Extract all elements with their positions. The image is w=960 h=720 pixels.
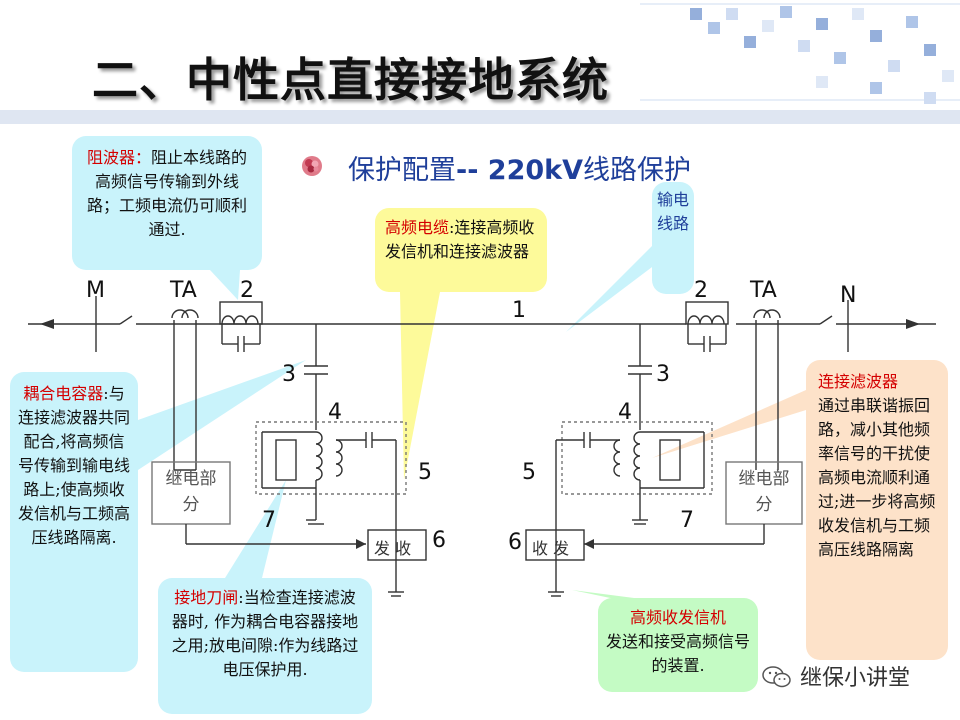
current-transformer-left	[171, 309, 199, 471]
line-pointer	[566, 240, 672, 332]
transceiver-pointer	[572, 590, 650, 600]
filter-pointer	[652, 390, 806, 458]
arrow-right-icon	[906, 319, 920, 329]
label-6-left: 6	[432, 528, 446, 553]
subtitle-latin: -- 220kV	[456, 155, 584, 186]
callout-coupling-body: :与连接滤波器共同配合,将高频信号传输到输电线路上;使高频收发信机与工频高压线路…	[17, 384, 130, 547]
transceiver-right-label: 收 发	[532, 539, 570, 558]
label-ta-right: TA	[750, 278, 777, 303]
breaker-left	[119, 315, 133, 325]
label-2-left: 2	[240, 278, 254, 303]
callout-coupling-head: 耦合电容器	[23, 384, 104, 403]
label-4-left: 4	[328, 400, 342, 425]
label-m: M	[86, 278, 105, 303]
coupling-capacitor-right	[628, 324, 652, 430]
label-5-right: 5	[522, 460, 536, 485]
label-5-left: 5	[418, 460, 432, 485]
callout-transceiver: 高频收发信机发送和接受高频信号的装置.	[598, 598, 758, 692]
callout-transceiver-body: 发送和接受高频信号的装置.	[605, 632, 750, 675]
label-3-left: 3	[282, 362, 296, 387]
transceiver-left-label: 发 收	[374, 539, 412, 558]
coupling-cap-pointer	[138, 360, 306, 470]
callout-filter-head: 连接滤波器	[818, 372, 899, 391]
wave-trap-left	[219, 301, 263, 352]
callout-wave-trap-head: 阻波器：	[86, 148, 151, 167]
relay-right-label: 继电部分	[738, 469, 790, 515]
wechat-icon	[762, 666, 791, 688]
label-ta-left: TA	[170, 278, 197, 303]
current-transformer-right	[753, 309, 781, 470]
callout-wave-trap-body: 阻止本线路的高频信号传输到外线路；工频电流仍可顺利通过.	[86, 148, 248, 239]
hf-cable-pointer	[400, 292, 440, 480]
connecting-filter-left	[255, 421, 407, 560]
header-grid-pattern	[640, 3, 960, 104]
callout-transceiver-head: 高频收发信机	[629, 608, 726, 627]
breaker-right	[819, 315, 833, 325]
subtitle: 保护配置-- 220kV线路保护	[348, 148, 691, 187]
callout-ground-body: :当检查连接滤波器时, 作为耦合电容器接地之用;放电间隙:作为线路过电压保护用.	[171, 588, 359, 679]
arrow-to-transceiver-right	[584, 539, 594, 549]
arrow-to-transceiver-left	[356, 539, 366, 549]
callout-grounding-switch: 接地刀闸:当检查连接滤波器时, 作为耦合电容器接地之用;放电间隙:作为线路过电压…	[158, 578, 372, 714]
subtitle-cn: 保护配置	[348, 155, 456, 186]
label-7-right: 7	[680, 508, 694, 533]
callout-connecting-filter: 连接滤波器通过串联谐振回路，减小其他频率信号的干扰使高频电流顺利通过;进一步将高…	[806, 360, 948, 660]
watermark-text: 继保小讲堂	[800, 666, 911, 691]
flower-bullet-icon	[302, 156, 322, 176]
label-n: N	[840, 283, 857, 308]
callout-hf-cable-body: :连接高频收发信机和连接滤波器	[385, 218, 535, 261]
connecting-filter-right	[555, 421, 713, 592]
subtitle-cn2: 线路保护	[583, 155, 692, 186]
transceiver-box-right	[525, 529, 585, 561]
callout-hf-cable: 高频电缆:连接高频收发信机和连接滤波器	[375, 208, 547, 292]
ground-switch-pointer	[225, 480, 286, 578]
label-7-left: 7	[262, 508, 276, 533]
page-title: 二、中性点直接接地系统	[92, 53, 609, 107]
callout-coupling-capacitor: 耦合电容器:与连接滤波器共同配合,将高频信号传输到输电线路上;使高频收发信机与工…	[10, 372, 138, 672]
label-1: 1	[512, 298, 526, 323]
label-4-right: 4	[618, 400, 632, 425]
wave-trap-pointer	[210, 270, 240, 300]
relay-left-label: 继电部分	[165, 469, 217, 515]
header-band	[0, 110, 960, 124]
wave-trap-right	[685, 301, 729, 352]
callout-wave-trap: 阻波器：阻止本线路的高频信号传输到外线路；工频电流仍可顺利通过.	[72, 136, 262, 270]
arrow-left-icon	[40, 319, 54, 329]
coupling-capacitor-left	[304, 324, 328, 430]
callout-filter-body: 通过串联谐振回路，减小其他频率信号的干扰使高频电流顺利通过;进一步将高频收发信机…	[818, 396, 936, 559]
label-3-right: 3	[656, 362, 670, 387]
relay-box-left	[151, 461, 231, 525]
callout-transmission-line: 输电线路	[652, 182, 694, 294]
callout-ground-head: 接地刀闸	[174, 588, 239, 607]
label-2-right: 2	[694, 278, 708, 303]
transceiver-box-left	[367, 529, 427, 561]
label-6-right: 6	[508, 530, 522, 555]
callout-hf-cable-head: 高频电缆	[385, 218, 450, 237]
